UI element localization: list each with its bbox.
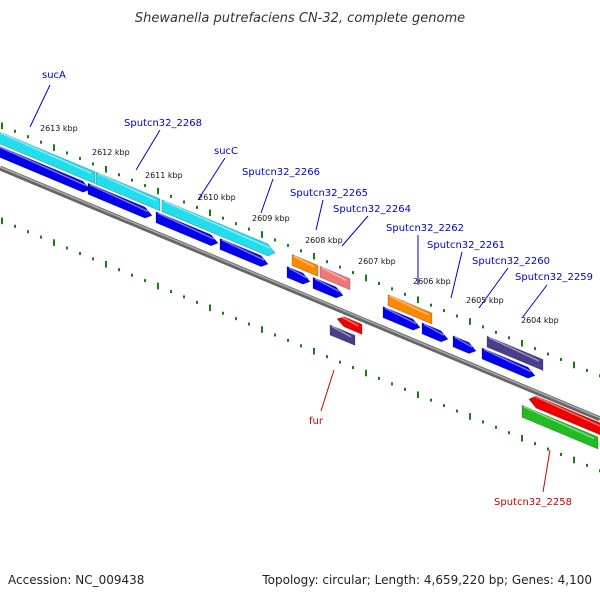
gene-feature-sheen (97, 172, 157, 202)
gene-label: Sputcn32_2268 (124, 118, 202, 129)
position-label: 2604 kbp (521, 316, 559, 325)
gene-feature-sheen (288, 267, 307, 279)
gene-feature (336, 316, 363, 335)
gene-feature (87, 182, 153, 219)
gene-feature (421, 322, 449, 343)
gene-feature (95, 171, 161, 212)
leader-line (29, 84, 51, 128)
leader-line (478, 267, 509, 309)
gene-feature (161, 199, 276, 257)
gene-feature-sheen (338, 314, 359, 327)
leader-line (197, 157, 226, 201)
leader-line (542, 449, 551, 493)
gene-label: Sputcn32_2259 (515, 272, 593, 283)
gene-feature (387, 294, 433, 325)
gene-feature (286, 265, 311, 285)
gene-feature (0, 131, 96, 185)
gene-label: Sputcn32_2266 (242, 167, 320, 178)
gene-label: Sputcn32_2265 (290, 188, 368, 199)
gene-feature-sheen (384, 307, 417, 325)
position-label: 2607 kbp (358, 257, 396, 266)
gene-label: sucC (214, 146, 238, 157)
gene-feature (528, 395, 600, 436)
gene-feature (319, 265, 351, 291)
gene-feature (329, 324, 356, 346)
gene-label: Sputcn32_2258 (494, 497, 572, 508)
gene-feature (481, 347, 536, 379)
position-label: 2613 kbp (40, 124, 78, 133)
gene-label: sucA (42, 70, 66, 81)
position-label: 2608 kbp (305, 236, 343, 245)
backbone-highlight (0, 166, 600, 419)
genome-backbone (0, 165, 600, 422)
map-title: Shewanella putrefaciens CN-32, complete … (135, 11, 465, 26)
gene-feature (521, 404, 599, 450)
gene-labels: sucA Sputcn32_2268 sucC Sputcn32_2266Sputcn… (42, 70, 593, 508)
leader-line (135, 129, 161, 171)
leader-line (260, 178, 274, 214)
gene-feature (155, 211, 219, 247)
leader-line (521, 284, 548, 319)
leader-line (450, 251, 463, 299)
gene-feature-sheen (389, 295, 429, 316)
topology-text: Topology: circular; Length: 4,659,220 bp… (262, 573, 592, 587)
gene-feature-sheen (221, 239, 265, 261)
position-label: 2611 kbp (145, 171, 183, 180)
gene-features (0, 131, 600, 450)
gene-feature-sheen (483, 348, 532, 373)
gene-label: Sputcn32_2261 (427, 240, 505, 251)
gene-label: Sputcn32_2262 (386, 223, 464, 234)
gene-label: Sputcn32_2260 (472, 256, 550, 267)
gene-feature-sheen (293, 255, 315, 268)
gene-feature (219, 237, 269, 268)
gene-feature-sheen (530, 393, 600, 427)
gene-feature-sheen (314, 278, 340, 293)
leader-line (341, 215, 369, 247)
gene-feature-sheen (157, 212, 215, 240)
gene-feature-sheen (89, 184, 149, 213)
gene-feature-sheen (321, 267, 347, 281)
gene-feature-sheen (523, 406, 595, 440)
gene-feature-sheen (454, 336, 473, 348)
backbone-line (0, 165, 600, 422)
tick-marks (1, 122, 600, 473)
gene-label: Sputcn32_2264 (333, 204, 411, 215)
gene-feature-sheen (0, 131, 92, 174)
gene-feature (382, 305, 421, 331)
gene-feature-sheen (423, 323, 445, 336)
gene-feature (0, 146, 91, 193)
gene-feature-sheen (0, 146, 87, 187)
leader-line (320, 369, 335, 412)
gene-feature-sheen (488, 336, 540, 362)
position-label: 2609 kbp (252, 214, 290, 223)
gene-feature-sheen (331, 325, 352, 338)
position-label: 2612 kbp (92, 148, 130, 157)
position-label: 2606 kbp (413, 277, 451, 286)
leader-line (315, 199, 324, 231)
gene-label: fur (309, 416, 324, 427)
position-label: 2610 kbp (198, 193, 236, 202)
accession-text: Accession: NC_009438 (8, 573, 145, 587)
gene-feature (312, 276, 344, 299)
label-leader-lines (29, 84, 551, 493)
gene-feature (452, 335, 477, 354)
gene-feature (486, 335, 544, 372)
gene-feature (291, 253, 319, 278)
gene-feature-sheen (163, 200, 272, 250)
